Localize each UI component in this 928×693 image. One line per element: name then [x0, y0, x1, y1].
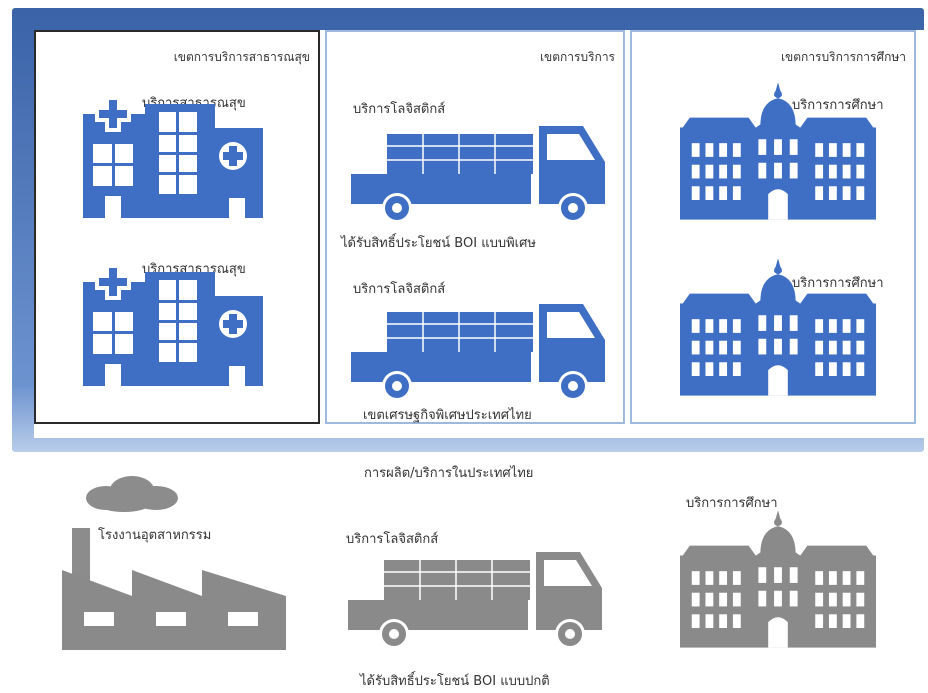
smoke-cloud-icon	[84, 474, 180, 514]
zone-education: เขตการบริการการศึกษา บริการการศึกษา บริก…	[630, 30, 916, 424]
zone-education-title: เขตการบริการการศึกษา	[780, 50, 906, 64]
factory-icon	[62, 504, 288, 652]
factory-label: โรงงานอุตสาหกรรม	[98, 528, 212, 543]
school-building-icon	[680, 258, 876, 396]
zone-service: เขตการบริการ บริการโลจิสติกส์ ได้รับสิทธ…	[325, 30, 625, 424]
logistics-label-1: บริการโลจิสติกส์	[353, 102, 446, 117]
truck-icon	[344, 548, 606, 650]
sez-label: เขตเศรษฐกิจพิเศษประเทศไทย	[363, 408, 532, 423]
education-label-2: บริการการศึกษา	[792, 276, 884, 291]
school-building-icon	[680, 510, 876, 648]
truck-icon	[347, 300, 609, 402]
truck-icon	[347, 122, 609, 224]
education-label-1: บริการการศึกษา	[792, 98, 884, 113]
domestic-education-label: บริการการศึกษา	[686, 496, 778, 511]
zone-health-title: เขตการบริการสาธารณสุข	[173, 50, 310, 64]
domestic-title: การผลิต/บริการในประเทศไทย	[364, 466, 534, 481]
boi-special-label: ได้รับสิทธิ์ประโยชน์ BOI แบบพิเศษ	[341, 236, 536, 251]
hospital-icon	[80, 96, 266, 218]
zone-health: เขตการบริการสาธารณสุข บริการสาธารณสุข บร…	[34, 30, 320, 424]
hospital-icon	[80, 264, 266, 386]
domestic-logistics-label: บริการโลจิสติกส์	[346, 532, 439, 547]
zone-service-title: เขตการบริการ	[539, 50, 615, 64]
school-building-icon	[680, 82, 876, 220]
boi-normal-label: ได้รับสิทธิ์ประโยชน์ BOI แบบปกติ	[360, 674, 550, 689]
logistics-label-2: บริการโลจิสติกส์	[353, 282, 446, 297]
